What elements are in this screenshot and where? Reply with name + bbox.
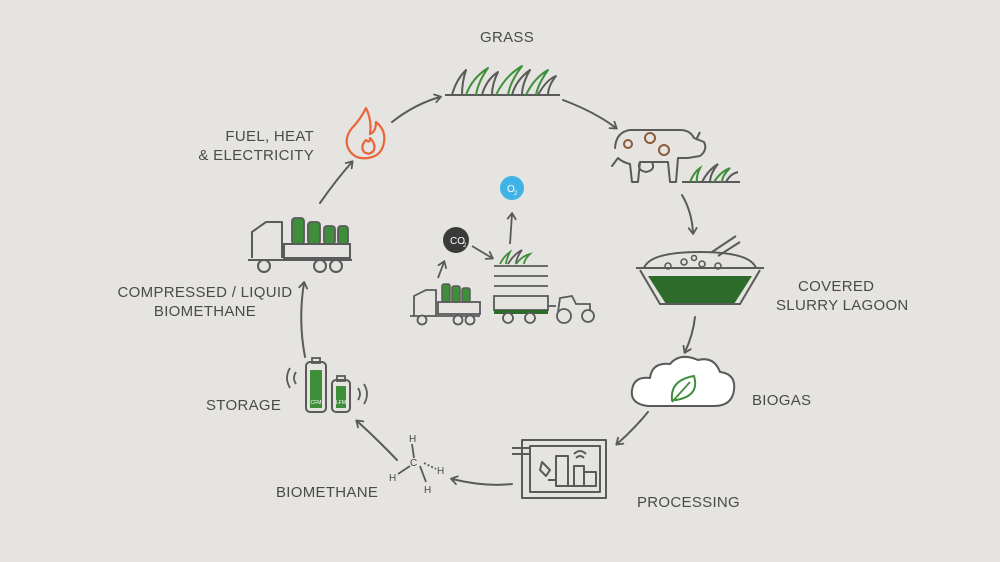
methane-molecule-icon <box>397 443 437 483</box>
cycle-arrows <box>298 93 698 486</box>
label-lagoon-line1: COVERED <box>798 278 875 295</box>
slurry-lagoon-icon <box>636 235 764 305</box>
arrow-fuel-to-grass <box>391 93 442 123</box>
arrow-cow-to-lagoon <box>681 194 698 235</box>
label-biomethane: BIOMETHANE <box>276 484 379 501</box>
label-compressed-liquid-biomethane: COMPRESSED / LIQUID BIOMETHANE <box>113 283 297 321</box>
label-processing: PROCESSING <box>637 494 741 511</box>
label-compressed-line2: BIOMETHANE <box>153 303 257 320</box>
grass-icon <box>445 65 560 96</box>
o2-text: O <box>507 184 515 195</box>
arrow-storage-to-truck <box>298 281 309 358</box>
arrow-biogas-to-processing <box>615 411 649 446</box>
center-cycle-icons <box>410 176 595 326</box>
lfm-tank-label: LFM <box>336 400 346 406</box>
label-compressed-line1: COMPRESSED / LIQUID <box>117 284 293 301</box>
processing-plant-icon <box>512 439 607 499</box>
label-biogas: BIOGAS <box>752 392 812 409</box>
molecule-h-right: H <box>437 466 444 477</box>
flame-icon <box>345 106 386 160</box>
label-grass: GRASS <box>480 29 535 46</box>
arrow-grass-to-cow <box>562 99 618 130</box>
arrow-biomethane-to-storage <box>355 419 398 461</box>
molecule-h-bottom: H <box>424 485 431 496</box>
label-fuel-line1: FUEL, HEAT <box>225 128 314 145</box>
label-lagoon-line2: SLURRY LAGOON <box>776 297 909 314</box>
co2-bubble <box>443 227 469 253</box>
label-fuel-heat-electricity: FUEL, HEAT & ELECTRICITY <box>190 127 314 165</box>
molecule-c: C <box>410 458 417 469</box>
o2-subscript: 2 <box>514 191 518 197</box>
label-storage: STORAGE <box>206 397 282 414</box>
cfm-tank-label: CFM <box>311 400 322 406</box>
o2-bubble <box>500 176 524 200</box>
co2-subscript: 2 <box>463 243 467 249</box>
cow-icon <box>611 129 740 183</box>
storage-tanks-icon <box>286 357 368 413</box>
label-covered-slurry-lagoon: COVERED SLURRY LAGOON <box>776 277 909 315</box>
molecule-h-left: H <box>389 473 396 484</box>
biogas-cloud-icon <box>630 355 736 407</box>
molecule-h-top: H <box>409 434 416 445</box>
icon-text: CO 2 O 2 CFM LFM H C H H H <box>311 184 518 496</box>
co2-text: CO <box>450 236 465 247</box>
label-fuel-line2: & ELECTRICITY <box>198 147 314 164</box>
gas-truck-icon <box>248 217 352 273</box>
arrow-processing-to-biomethane <box>450 475 513 486</box>
arrow-lagoon-to-biogas <box>682 316 696 354</box>
arrow-truck-to-fuel <box>319 160 354 204</box>
